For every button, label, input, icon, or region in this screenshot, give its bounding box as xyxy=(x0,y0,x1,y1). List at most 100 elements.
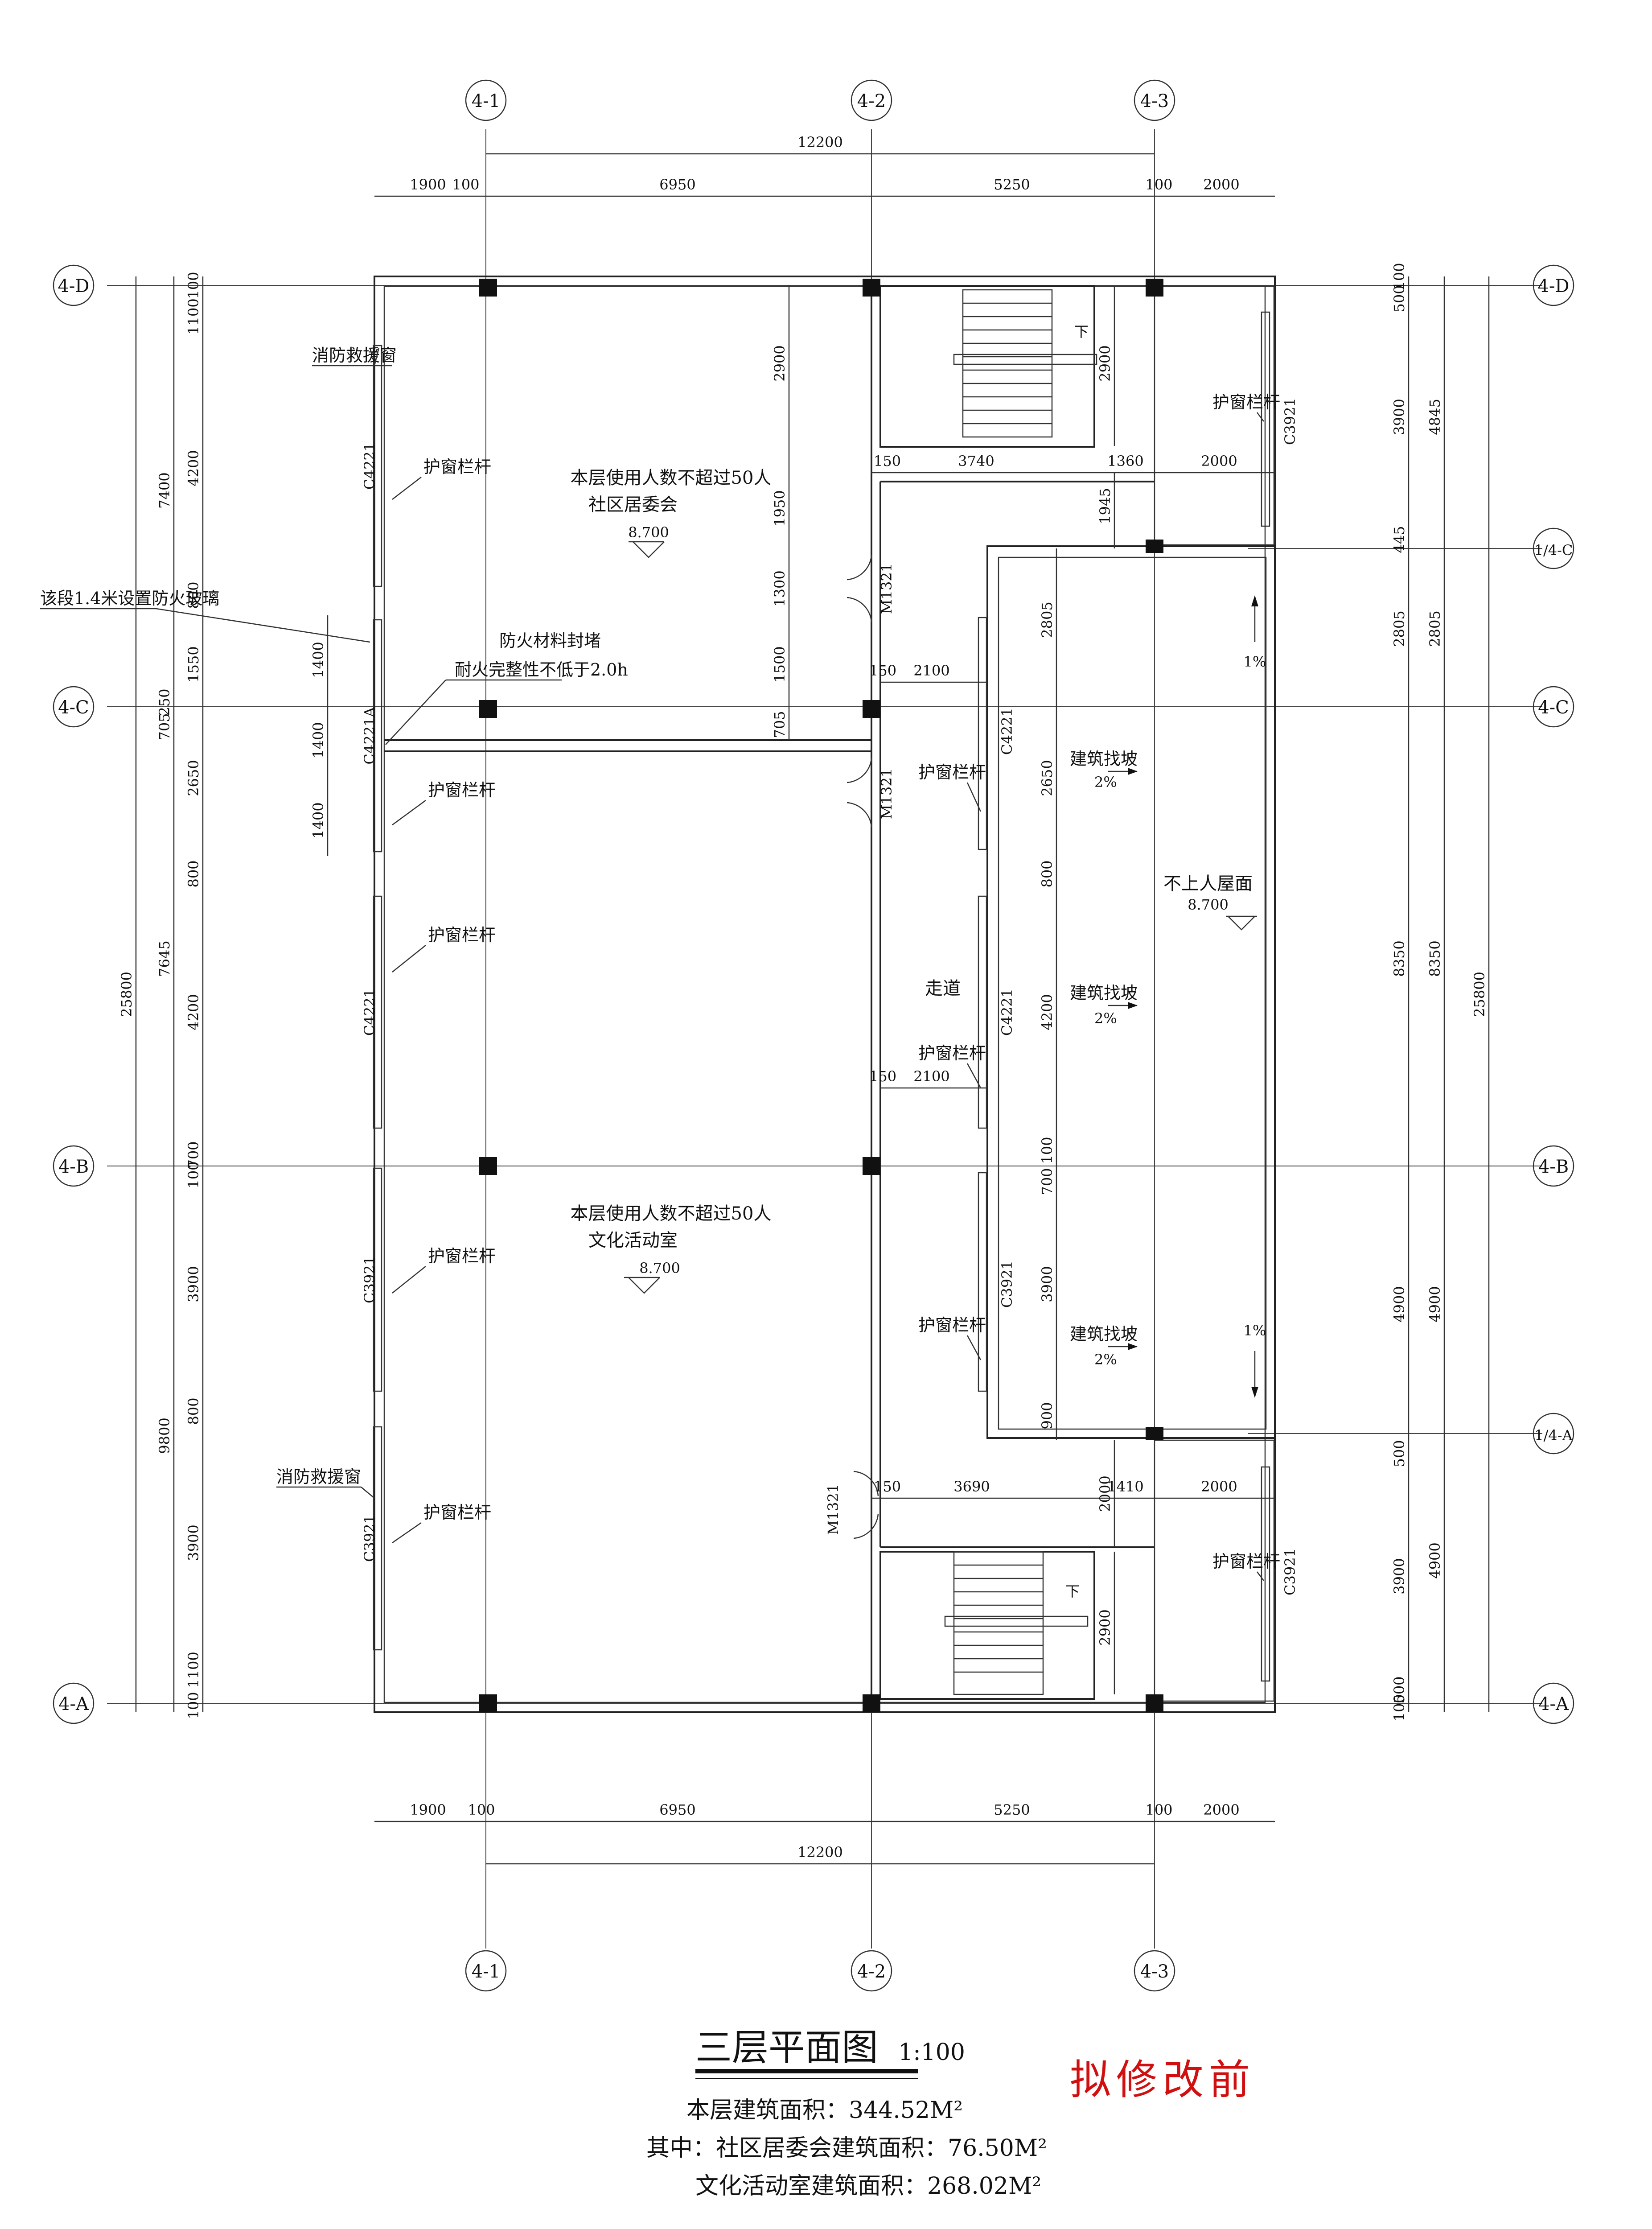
dim: 100 xyxy=(1145,1801,1172,1818)
dim: 8350 xyxy=(1426,940,1443,976)
dim: 4900 xyxy=(1391,1286,1408,1322)
dim: 1900 xyxy=(410,176,446,193)
slope-label: 建筑找坡 xyxy=(1070,749,1138,769)
window-tag: C4221 xyxy=(999,989,1015,1036)
grid-bubble-4-D: 4-D xyxy=(58,276,89,297)
right-dimension-chain: 25800 4845 2805 8350 4900 4900 100 500 3… xyxy=(1391,263,1490,1722)
door-tag: M1321 xyxy=(825,1484,842,1535)
grid-bubble-4-A: 4-A xyxy=(58,1694,89,1714)
dim-overall: 12200 xyxy=(797,1844,843,1861)
stair-down-label: 下 xyxy=(1065,1583,1080,1600)
grid-lines xyxy=(107,129,1542,1949)
dim: 8350 xyxy=(1391,940,1408,976)
grid-bubble-1-4A: 1/4-A xyxy=(1534,1427,1573,1444)
dim: 4900 xyxy=(1426,1286,1443,1322)
window-tag: C3921 xyxy=(361,1256,378,1303)
fire-rating-label: 耐火完整性不低于2.0h xyxy=(455,660,628,680)
dim: 2100 xyxy=(913,662,949,679)
dim-overall: 25800 xyxy=(1471,972,1488,1017)
dim: 2650 xyxy=(1039,760,1056,796)
dim: 4200 xyxy=(185,994,202,1030)
dim: 100 xyxy=(185,1692,202,1719)
dim: 150 xyxy=(874,453,901,470)
dim: 150 xyxy=(869,662,896,679)
room2-name: 文化活动室 xyxy=(588,1230,678,1251)
dim: 1100 xyxy=(185,1652,202,1688)
dim: 500 xyxy=(1391,285,1408,312)
dim: 800 xyxy=(1039,860,1056,887)
dim: 1100 xyxy=(185,298,202,334)
rail-label: 护窗栏杆 xyxy=(1212,392,1280,412)
dim: 100 xyxy=(1391,263,1408,290)
dim: 2805 xyxy=(1426,610,1443,647)
grid-bubble-4-C: 4-C xyxy=(1538,697,1569,718)
grid-bubble-4-B: 4-B xyxy=(58,1157,89,1177)
dim: 2000 xyxy=(1203,176,1239,193)
dim: 445 xyxy=(1391,526,1408,553)
row-bubbles-right: 4-D 1/4-C 4-C 4-B 1/4-A 4-A xyxy=(1533,264,1574,1724)
dim: 7645 xyxy=(156,940,173,976)
grid-bubble-4-3: 4-3 xyxy=(1140,91,1169,111)
dim: 1500 xyxy=(771,646,788,682)
stair-down-label: 下 xyxy=(1074,323,1089,340)
fire-glass-note: 该段1.4米设置防火玻璃 xyxy=(40,589,219,608)
window-tag: C4221 xyxy=(999,708,1015,755)
rail-label: 护窗栏杆 xyxy=(918,1315,986,1335)
dim: 2000 xyxy=(1203,1801,1239,1818)
column-bubbles-bottom: 4-1 4-2 4-3 xyxy=(465,1950,1175,1992)
dim: 1945 xyxy=(1097,488,1114,524)
dim: 100 xyxy=(1391,1694,1408,1721)
dim: 2000 xyxy=(1201,1478,1237,1495)
dim: 7400 xyxy=(156,472,173,508)
grid-bubble-4-3: 4-3 xyxy=(1140,1961,1169,1982)
level-mark: 8.700 xyxy=(628,524,669,541)
slope-label: 建筑找坡 xyxy=(1070,1324,1138,1344)
bottom-dimension-chain: 1900 100 6950 5250 100 2000 12200 xyxy=(374,1801,1275,1865)
dim: 6950 xyxy=(659,1801,695,1818)
column-bubbles-top: 4-1 4-2 4-3 xyxy=(465,79,1175,121)
window-tag: C4221A xyxy=(361,707,378,765)
door-tag: M1321 xyxy=(878,563,895,614)
structural-columns xyxy=(479,279,1163,1712)
dim: 3690 xyxy=(953,1478,990,1495)
dim: 2900 xyxy=(1097,1609,1114,1645)
dim: 800 xyxy=(185,860,202,887)
slope-label: 建筑找坡 xyxy=(1070,983,1138,1003)
dim: 900 xyxy=(1039,1402,1056,1429)
top-dimension-chain: 12200 1900 100 6950 5250 100 2000 xyxy=(374,134,1275,197)
dim: 150 xyxy=(869,1068,896,1085)
dim: 700 xyxy=(185,1141,202,1168)
dim: 5250 xyxy=(994,176,1030,193)
slope-1pct: 1% xyxy=(1244,653,1266,670)
slope-value: 2% xyxy=(1094,1010,1117,1027)
rail-label: 护窗栏杆 xyxy=(428,780,496,800)
dim: 100 xyxy=(452,176,479,193)
dim: 2805 xyxy=(1039,602,1056,638)
grid-bubble-4-D: 4-D xyxy=(1537,276,1569,297)
dim: 3740 xyxy=(958,453,994,470)
row-bubbles-left: 4-D 4-C 4-B 4-A xyxy=(53,264,95,1724)
window-tag: C4221 xyxy=(361,442,378,490)
rail-label: 护窗栏杆 xyxy=(1212,1552,1280,1571)
left-wall-windows: C4221 C4221A C4221 C3921 C3921 xyxy=(361,345,382,1651)
slope-value: 2% xyxy=(1094,774,1117,791)
grid-bubble-4-C: 4-C xyxy=(58,697,89,718)
grid-bubble-4-1: 4-1 xyxy=(472,1961,500,1982)
dim-overall: 25800 xyxy=(118,972,135,1017)
annotations: 消防救援窗 消防救援窗 护窗栏杆 护窗栏杆 护窗栏杆 护窗栏杆 护窗栏杆 护窗栏… xyxy=(40,346,1280,1581)
room1-name: 社区居委会 xyxy=(588,494,678,515)
window-tag: C3921 xyxy=(1282,1548,1299,1595)
door-tag: M1321 xyxy=(878,768,895,819)
dim: 250 xyxy=(156,688,173,716)
room1-occupancy-note: 本层使用人数不超过50人 xyxy=(571,468,772,488)
grid-bubble-4-2: 4-2 xyxy=(857,91,886,111)
dim: 2900 xyxy=(771,345,788,381)
dim: 1900 xyxy=(410,1801,446,1818)
dim: 100 xyxy=(468,1801,495,1818)
rail-label: 护窗栏杆 xyxy=(428,925,496,945)
level-mark: 8.700 xyxy=(1188,896,1229,913)
dim: 3900 xyxy=(185,1266,202,1302)
dim: 1400 xyxy=(310,802,327,838)
dim: 1950 xyxy=(771,490,788,526)
